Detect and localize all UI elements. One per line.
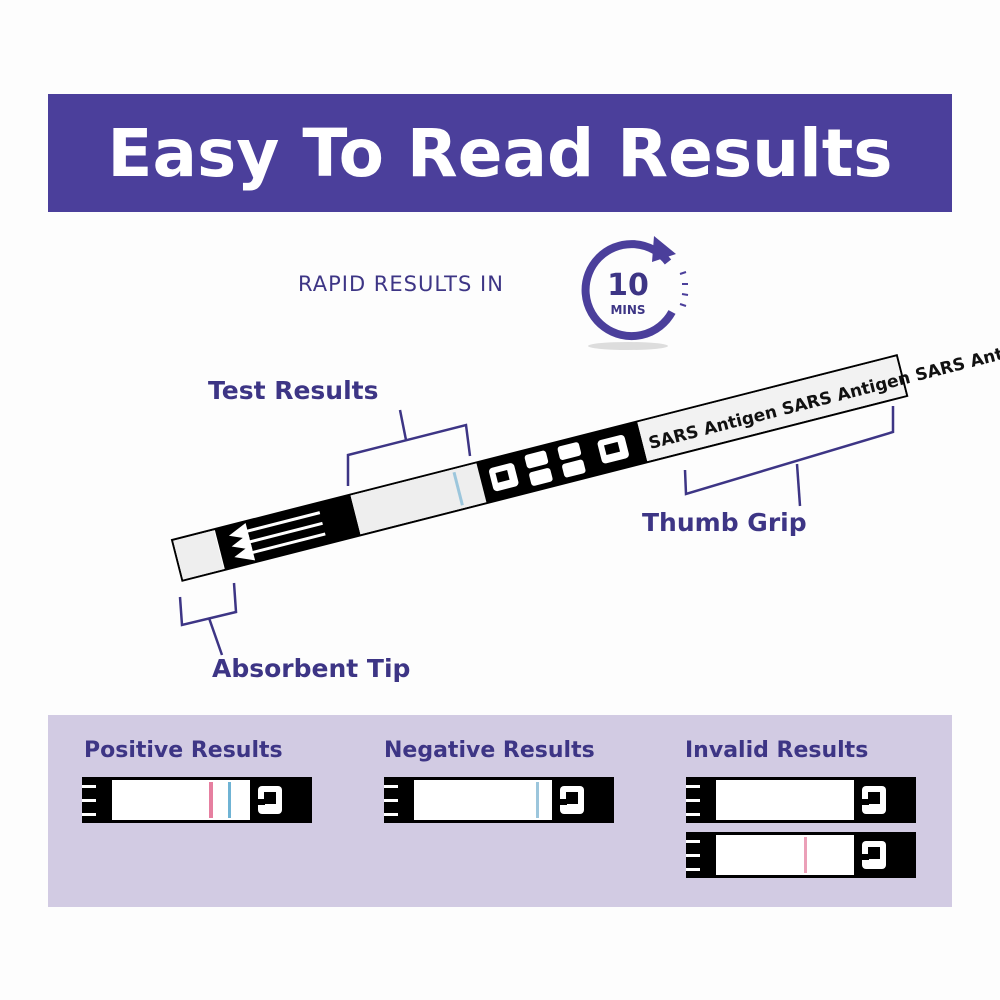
test-line: [804, 837, 807, 873]
logo-icons: [489, 434, 629, 492]
positive-results-title: Positive Results: [84, 738, 283, 763]
rapid-results-text: RAPID RESULTS IN: [298, 272, 504, 296]
timer-icon: 10 MINS: [581, 236, 689, 350]
positive-strip: [82, 777, 312, 823]
brackets: [178, 406, 895, 656]
thumb-grip: [637, 356, 906, 462]
invalid-results-title: Invalid Results: [685, 738, 869, 763]
label-thumb-grip: Thumb Grip: [642, 508, 807, 537]
page-title: Easy To Read Results: [107, 114, 893, 192]
label-test-results: Test Results: [208, 376, 379, 405]
control-line: [452, 471, 464, 506]
test-window: [350, 463, 487, 535]
timer-number: 10: [607, 268, 649, 303]
test-line: [209, 782, 213, 818]
control-line: [536, 782, 539, 818]
control-line: [228, 782, 231, 818]
timer-unit: MINS: [610, 303, 645, 317]
negative-results-title: Negative Results: [384, 738, 595, 763]
negative-strip: [384, 777, 614, 823]
absorbent-tip: [173, 530, 224, 580]
invalid-strip-2: [686, 832, 916, 878]
header-banner: Easy To Read Results: [48, 94, 952, 212]
invalid-strip-1: [686, 777, 916, 823]
arrow-icons: [228, 511, 326, 561]
label-absorbent-tip: Absorbent Tip: [212, 654, 411, 683]
